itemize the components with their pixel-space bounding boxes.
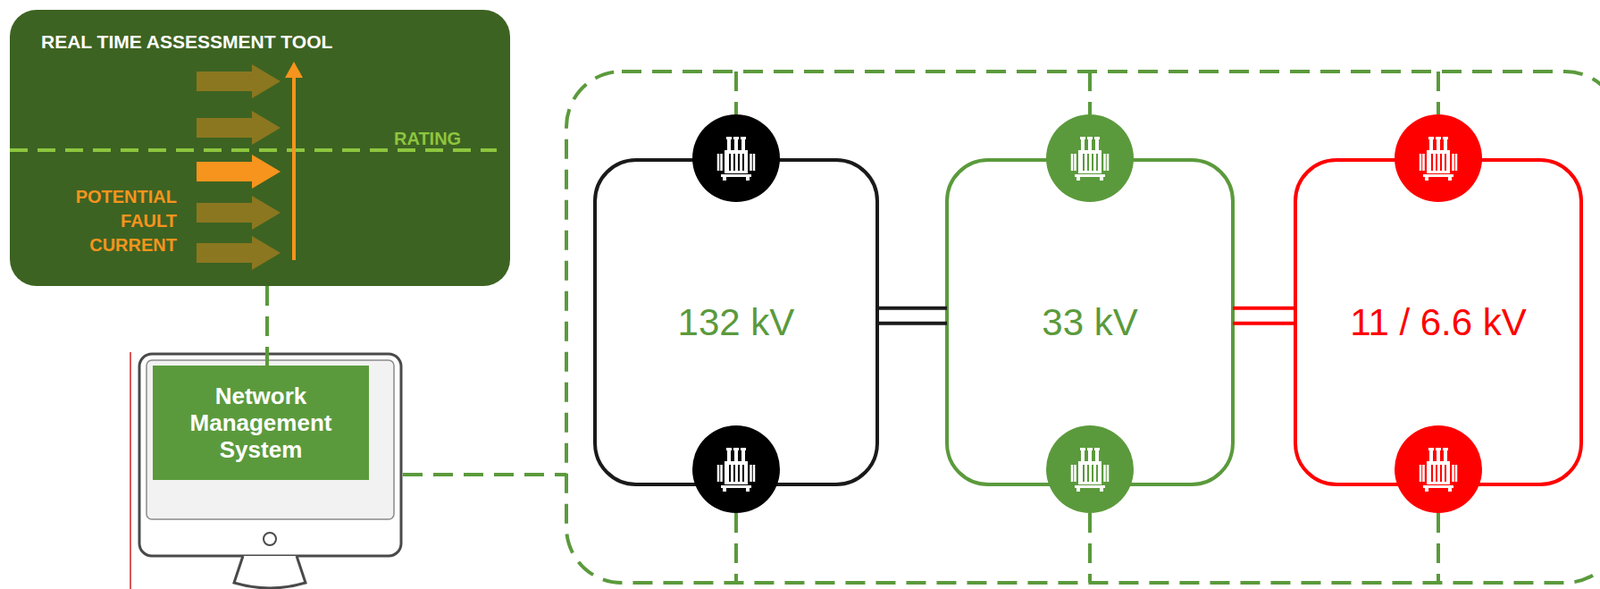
connector-line — [877, 321, 947, 326]
tool-panel: REAL TIME ASSESSMENT TOOL RATING POTENTIAL… — [9, 9, 511, 286]
monitor-bezel — [146, 360, 394, 520]
monitor-stand — [234, 555, 306, 588]
connector-line — [265, 285, 269, 366]
double-busbar-link — [877, 308, 947, 324]
data-link — [402, 472, 567, 477]
voltage-label: 11 / 6.6 kV — [1349, 301, 1527, 344]
rating-label: RATING — [393, 127, 461, 150]
double-busbar-link — [1232, 308, 1296, 324]
network-region — [566, 71, 1600, 583]
monitor-frame — [139, 353, 402, 556]
voltage-label: 33 kV — [1041, 301, 1138, 344]
margin-line — [129, 351, 132, 589]
connector-line — [1232, 306, 1296, 310]
voltage-box: 132 kV — [594, 159, 878, 485]
data-link — [267, 285, 269, 366]
panel-title: REAL TIME ASSESSMENT TOOL — [41, 31, 333, 53]
screen-text: Network Management System — [171, 382, 351, 463]
feeder-lines — [736, 71, 1439, 583]
power-button — [263, 532, 277, 545]
voltage-box: 33 kV — [946, 159, 1233, 485]
monitor-screen: Network Management System — [152, 365, 369, 480]
connector-line — [1232, 321, 1296, 326]
voltage-label: 132 kV — [678, 301, 796, 344]
connector-line — [877, 306, 947, 310]
fault-current-label: POTENTIAL FAULT CURRENT — [65, 184, 177, 258]
voltage-box: 11 / 6.6 kV — [1295, 159, 1582, 485]
